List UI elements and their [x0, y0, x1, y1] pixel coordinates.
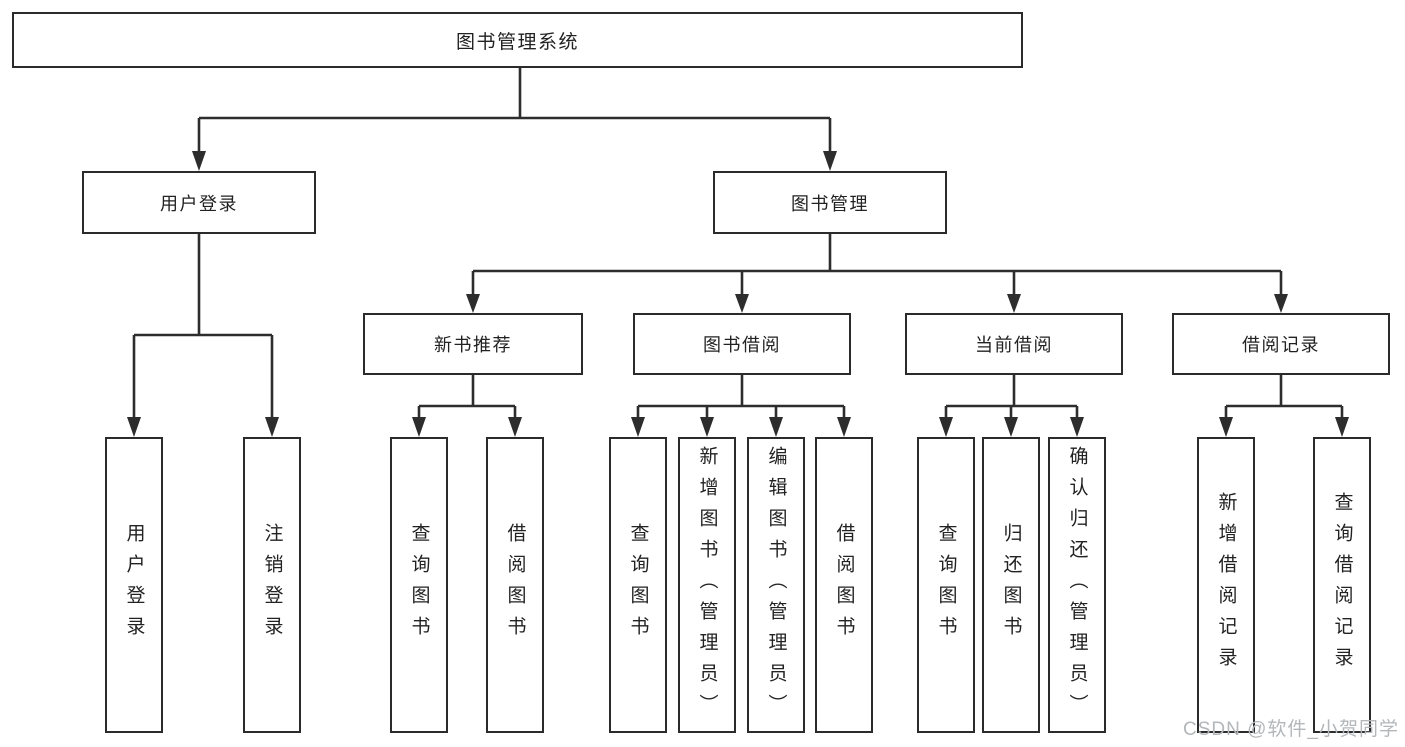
node-label: 新书推荐: [434, 335, 512, 355]
node-label: 当前借阅: [975, 335, 1053, 355]
node-label: 查询图书: [935, 523, 957, 647]
leaf-query-books-borrow: 查询图书: [609, 437, 667, 733]
leaf-edit-books-admin: 编辑图书（管理员）: [747, 437, 805, 733]
node-label: 查询图书: [408, 523, 430, 647]
node-label: 借阅记录: [1242, 335, 1320, 355]
leaf-add-books-admin: 新增图书（管理员）: [678, 437, 736, 733]
node-borrow-records: 借阅记录: [1172, 313, 1390, 375]
csdn-watermark: CSDN @软件_小贺同学: [1183, 719, 1399, 740]
node-label: 编辑图书（管理员）: [765, 445, 787, 725]
node-label: 归还图书: [1000, 523, 1022, 647]
node-label: 用户登录: [123, 523, 145, 647]
node-label: 确认归还（管理员）: [1066, 445, 1088, 725]
node-label: 查询借阅记录: [1331, 492, 1353, 678]
node-current-borrow: 当前借阅: [905, 313, 1123, 375]
node-user-login: 用户登录: [82, 171, 316, 234]
node-label: 图书管理系统: [455, 31, 579, 53]
leaf-borrow-books: 借阅图书: [815, 437, 873, 733]
leaf-user-login: 用户登录: [105, 437, 163, 733]
node-new-book-recommend: 新书推荐: [363, 313, 583, 375]
arrowheads: [127, 151, 1349, 437]
node-book-management: 图书管理: [713, 171, 947, 234]
node-label: 图书管理: [791, 193, 869, 214]
node-label: 用户登录: [160, 193, 238, 214]
node-label: 查询图书: [627, 523, 649, 647]
leaf-query-books-recommend: 查询图书: [390, 437, 448, 733]
node-label: 借阅图书: [504, 523, 526, 647]
node-label: 新增借阅记录: [1215, 492, 1237, 678]
leaf-confirm-return-admin: 确认归还（管理员）: [1048, 437, 1106, 733]
node-label: 借阅图书: [833, 523, 855, 647]
node-label: 新增图书（管理员）: [696, 445, 718, 725]
node-label: 图书借阅: [703, 335, 781, 355]
node-library-management-system: 图书管理系统: [12, 12, 1023, 68]
node-book-borrow: 图书借阅: [633, 313, 851, 375]
leaf-return-books: 归还图书: [982, 437, 1040, 733]
leaf-add-borrow-record: 新增借阅记录: [1197, 437, 1255, 733]
leaf-query-books-current: 查询图书: [917, 437, 975, 733]
leaf-borrow-books-recommend: 借阅图书: [486, 437, 544, 733]
node-label: 注销登录: [261, 523, 283, 647]
leaf-query-borrow-record: 查询借阅记录: [1313, 437, 1371, 733]
leaf-logout: 注销登录: [243, 437, 301, 733]
